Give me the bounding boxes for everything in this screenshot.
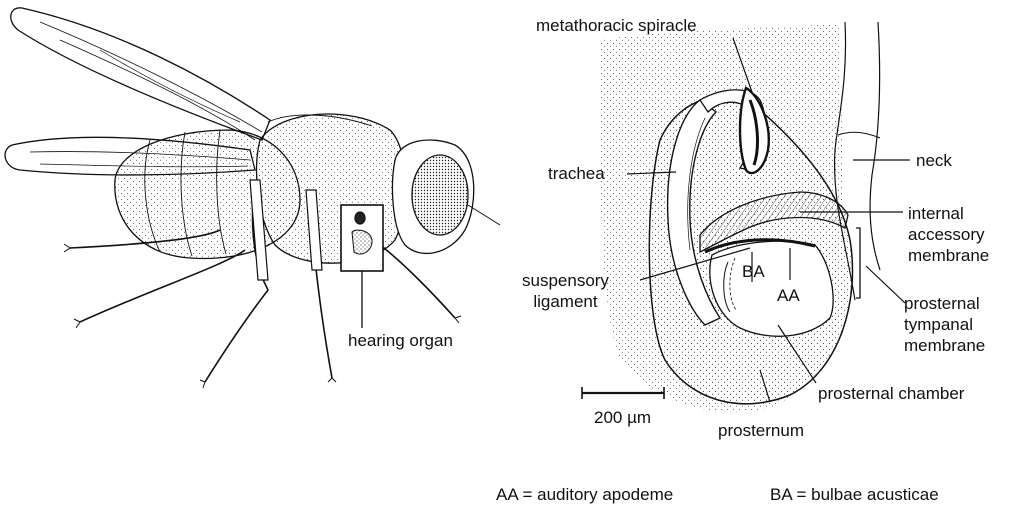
- label-trachea: trachea: [548, 164, 605, 183]
- fly-upper-wing: [10, 7, 271, 141]
- internal-accessory-membrane-band: [699, 191, 849, 254]
- leader-lines: [581, 37, 910, 403]
- label-neck: neck: [916, 151, 952, 170]
- fly-leg-5: [379, 244, 456, 319]
- label-suspensory-ligament: suspensory ligament: [522, 271, 609, 311]
- label-internal-accessory-membrane: internal accessory membrane: [908, 204, 990, 265]
- label-prosternal-tympanal-membrane: prosternal tympanal membrane: [904, 294, 986, 355]
- label-ba: BA: [742, 262, 765, 281]
- fly-compound-eye: [411, 154, 469, 236]
- label-hearing-organ: hearing organ: [348, 331, 453, 350]
- hearing-organ-detail: [600, 21, 881, 413]
- fly-drawing: [4, 7, 501, 389]
- label-prosternal-chamber: prosternal chamber: [818, 384, 965, 403]
- metathoracic-spiracle: [738, 86, 770, 175]
- fly-leg-1: [69, 229, 221, 249]
- fly-leg-2: [79, 249, 246, 323]
- label-aa: AA: [777, 286, 800, 305]
- legend-aa: AA = auditory apodeme: [496, 485, 674, 504]
- legend-ba: BA = bulbae acusticae: [770, 485, 939, 504]
- label-metathoracic-spiracle: metathoracic spiracle: [536, 16, 697, 35]
- label-prosternum: prosternum: [718, 421, 804, 440]
- label-scale-bar: 200 µm: [594, 408, 652, 427]
